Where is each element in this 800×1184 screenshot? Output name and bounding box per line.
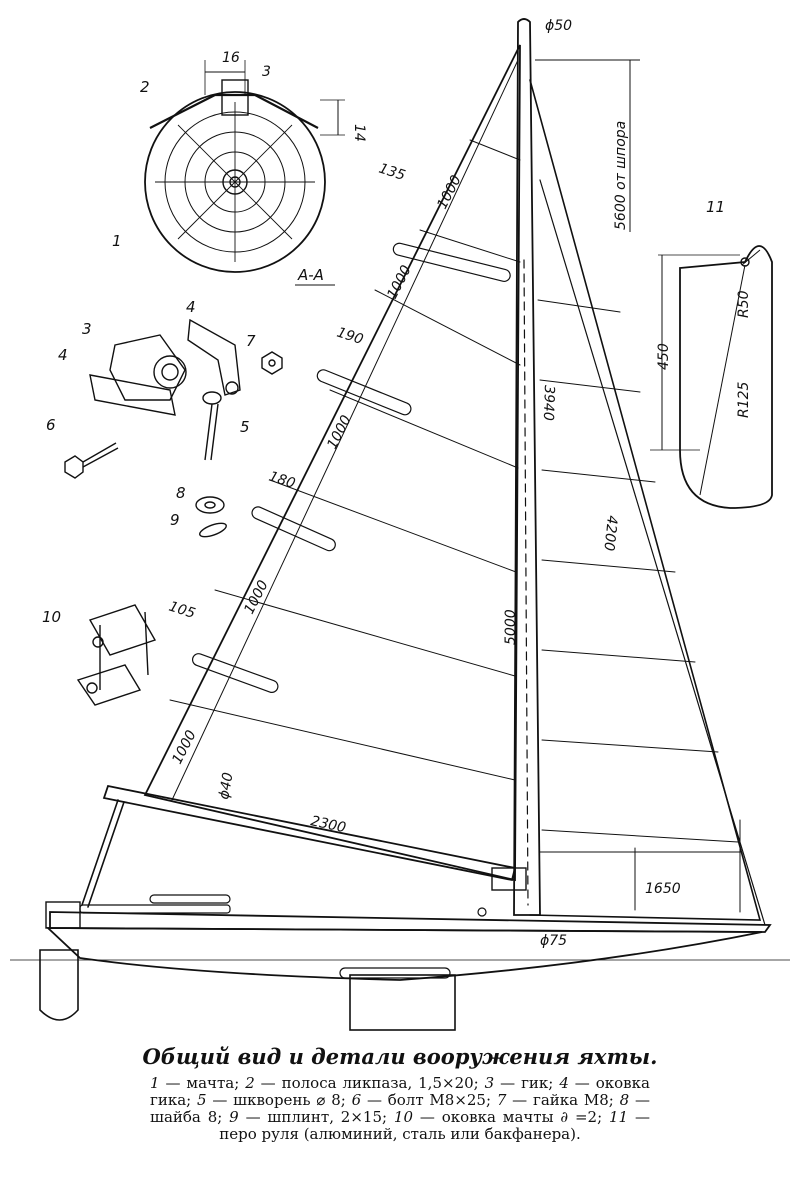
rudder-height: 450 bbox=[656, 343, 672, 370]
rudder-head bbox=[45, 901, 81, 929]
boom-dia: ϕ40 bbox=[216, 771, 236, 801]
legend-item: 11 — перо руля (алюминий, сталь или бакф… bbox=[219, 1108, 650, 1143]
sail-panel-2: 1000 bbox=[384, 263, 414, 302]
sail-panel-5: 1000 bbox=[169, 728, 199, 767]
leech-length: 4200 bbox=[600, 515, 620, 552]
mast-length-a: 3940 bbox=[540, 385, 557, 421]
pin bbox=[202, 391, 222, 405]
rudder-r-top: R50 bbox=[736, 290, 752, 318]
batten-3: 180 bbox=[267, 469, 297, 493]
callout-4b: 4 bbox=[186, 298, 196, 316]
hull-deck bbox=[49, 911, 772, 933]
legend-item: 3 — гик; bbox=[484, 1074, 554, 1092]
sail-panel-1: 1000 bbox=[434, 173, 464, 212]
section-depth: 14 bbox=[351, 124, 367, 142]
callout-5: 5 bbox=[240, 418, 250, 436]
rudder-r-bottom: R125 bbox=[736, 381, 752, 418]
callout-4a: 4 bbox=[58, 346, 68, 364]
legend-item: 5 — шкворень ⌀ 8; bbox=[197, 1091, 346, 1109]
boom-length: 2300 bbox=[309, 813, 347, 836]
boom bbox=[102, 784, 517, 882]
section-name: A-A bbox=[297, 266, 324, 284]
mast-top-dia: ϕ50 bbox=[545, 18, 572, 34]
boom-fitting bbox=[187, 318, 241, 396]
section-a-a bbox=[144, 60, 345, 286]
foot-length: 1650 bbox=[645, 881, 681, 897]
callout-2: 2 bbox=[140, 78, 150, 96]
legend-item: 6 — болт M8×25; bbox=[351, 1091, 492, 1109]
leech-dim-line bbox=[171, 59, 519, 801]
sail-panel-3: 1000 bbox=[324, 413, 354, 452]
boom-end bbox=[109, 334, 186, 401]
jib-outline bbox=[529, 79, 762, 921]
callout-7: 7 bbox=[246, 332, 256, 350]
rudder-outline bbox=[679, 245, 773, 509]
callout-9: 9 bbox=[170, 511, 180, 529]
boom-vang bbox=[81, 799, 125, 908]
tiller bbox=[79, 904, 231, 914]
mast bbox=[513, 18, 541, 916]
legend-item: 4 — оковка гика; bbox=[150, 1074, 650, 1109]
caption-legend: 1 — мачта; 2 — полоса ликпаза, 1,5×20; 3… bbox=[150, 1075, 650, 1143]
nut bbox=[261, 351, 283, 375]
legend-item: 7 — гайка М8; bbox=[496, 1091, 614, 1109]
rudder-detail bbox=[650, 245, 773, 509]
callout-10: 10 bbox=[42, 608, 61, 626]
mast-length-b: 5000 bbox=[503, 609, 519, 645]
mast-base-dia: ϕ75 bbox=[540, 933, 567, 949]
washer bbox=[195, 496, 225, 514]
bolt bbox=[64, 455, 84, 479]
fittings bbox=[64, 318, 283, 706]
legend-item: 8 — шайба 8; bbox=[150, 1091, 650, 1126]
sail-and-mast bbox=[81, 18, 766, 926]
legend-item: 9 — шплинт, 2×15; bbox=[229, 1108, 388, 1126]
batten-2: 190 bbox=[335, 325, 365, 349]
batten-pockets bbox=[191, 242, 511, 693]
caption-title: Общий вид и детали вооружения яхты. bbox=[142, 1044, 658, 1069]
cotter-pin bbox=[199, 522, 227, 538]
hull-body bbox=[45, 927, 763, 981]
centerboard bbox=[349, 974, 456, 1031]
mast-fitting bbox=[76, 604, 157, 706]
batten-4: 105 bbox=[167, 599, 197, 623]
section-slot-width: 16 bbox=[222, 50, 240, 66]
yacht-rigging-drawing: ϕ50 5600 от шпора 1000 1000 1000 1000 10… bbox=[10, 18, 790, 1031]
callout-3: 3 bbox=[82, 320, 92, 338]
figure-caption: Общий вид и детали вооружения яхты. 1 — … bbox=[0, 1040, 800, 1143]
section-slot-gap: 3 bbox=[262, 64, 271, 80]
callout-6: 6 bbox=[46, 416, 56, 434]
mast-section-outer bbox=[144, 91, 326, 273]
sail-seams bbox=[169, 139, 739, 843]
mast-center-dashed bbox=[523, 259, 529, 906]
sail-outline bbox=[143, 44, 521, 882]
height-from-step: 5600 от шпора bbox=[613, 121, 629, 230]
batten-1: 135 bbox=[377, 161, 407, 185]
mast-foot-block bbox=[491, 867, 527, 891]
legend-item: 1 — мачта; bbox=[150, 1074, 240, 1092]
legend-item: 10 — оковка мачты ∂ =2; bbox=[393, 1108, 603, 1126]
callout-11: 11 bbox=[706, 198, 725, 216]
callout-1: 1 bbox=[112, 232, 122, 250]
callout-8: 8 bbox=[176, 484, 186, 502]
rudder-blade bbox=[39, 949, 79, 1021]
hull bbox=[10, 894, 790, 1031]
luff-strip bbox=[149, 93, 319, 129]
legend-item: 2 — полоса ликпаза, 1,5×20; bbox=[245, 1074, 479, 1092]
jib-forestay bbox=[539, 179, 766, 926]
